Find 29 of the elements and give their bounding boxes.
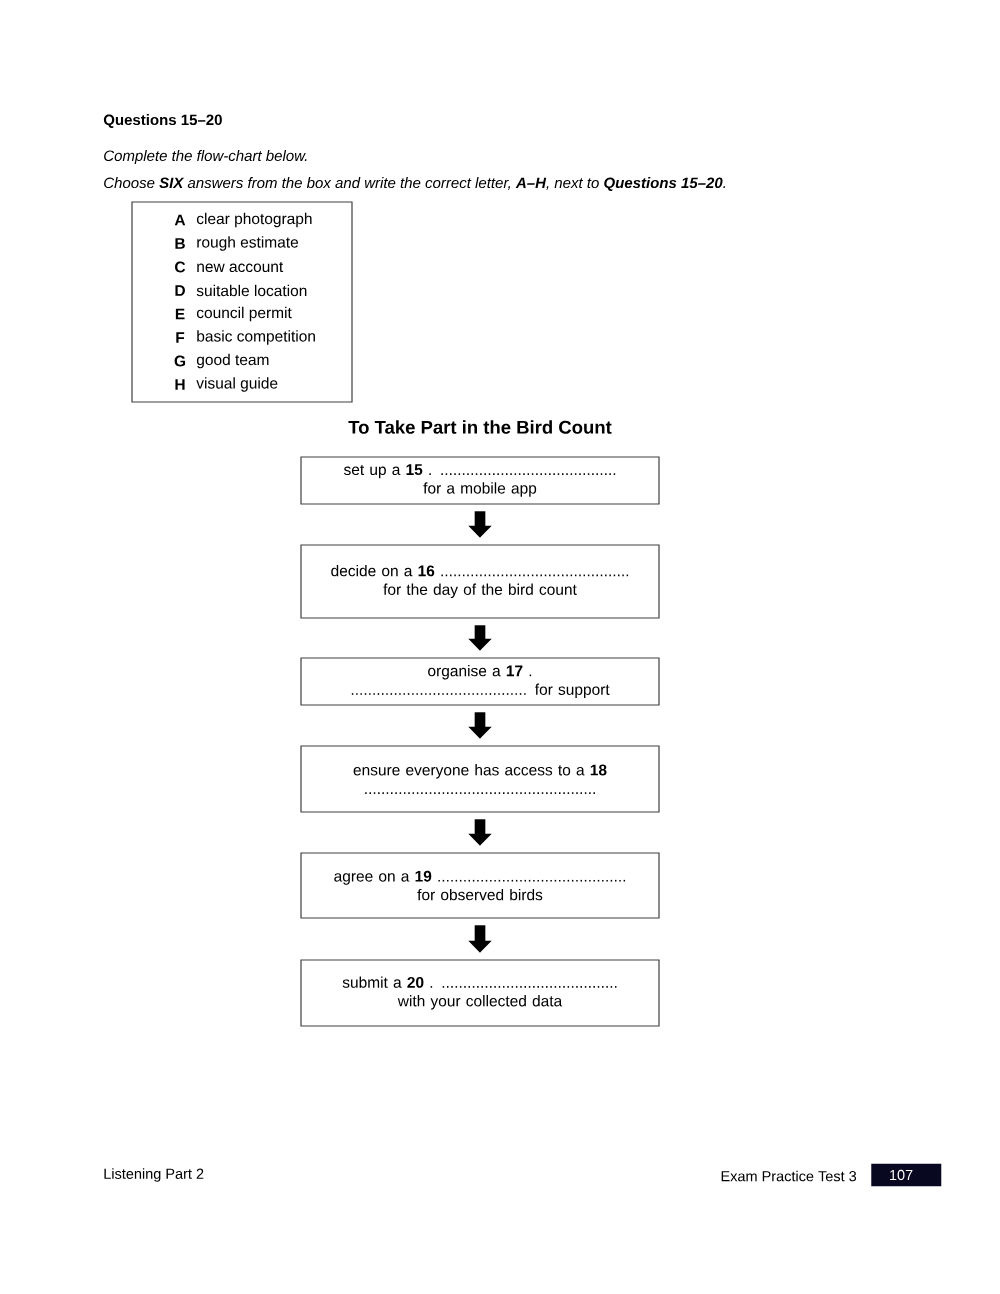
option-text: new account	[197, 261, 284, 273]
instruction-text: Complete the flow-chart below.	[104, 150, 307, 164]
footer-text: Listening Part 2	[104, 1168, 204, 1182]
instruction-text: Choose SIX answers from the box and write the correct letter, A–H, next to Questions 15–20.	[104, 177, 726, 191]
option-letter: C	[175, 261, 186, 273]
process-box: organise a 17 . ......................................... for support	[300, 657, 660, 706]
option-letter: G	[174, 355, 186, 367]
process-box: submit a 20 . ......................................... with your collected data	[300, 959, 660, 1027]
option-text: good team	[196, 353, 269, 369]
option-text: council permit	[196, 306, 292, 322]
option-letter: B	[175, 238, 185, 249]
option-text: rough estimate	[197, 236, 299, 251]
process-box: ensure everyone has access to a 18 ......................................................	[300, 745, 660, 813]
page-number: 107	[871, 1163, 942, 1187]
process-box: decide on a 16 ............................................ for the day of the bird count	[300, 544, 660, 619]
option-text: suitable location	[196, 284, 307, 297]
heading: Questions 15–20	[103, 114, 222, 128]
option-text: basic competition	[197, 330, 315, 345]
option-letter: F	[176, 332, 185, 343]
option-letter: E	[175, 308, 185, 320]
option-text: clear photograph	[196, 212, 312, 228]
process-box: set up a 15 . ......................................... for a mobile app	[300, 456, 660, 505]
option-text: visual guide	[196, 377, 278, 392]
flowchart-title: To Take Part in the Bird Count	[348, 420, 612, 434]
process-box: agree on a 19 ............................................ for observed birds	[300, 852, 660, 919]
option-letter: H	[175, 379, 185, 390]
option-letter: D	[175, 285, 185, 296]
option-letter: A	[174, 214, 186, 226]
footer-text: Exam Practice Test 3	[721, 1170, 857, 1182]
